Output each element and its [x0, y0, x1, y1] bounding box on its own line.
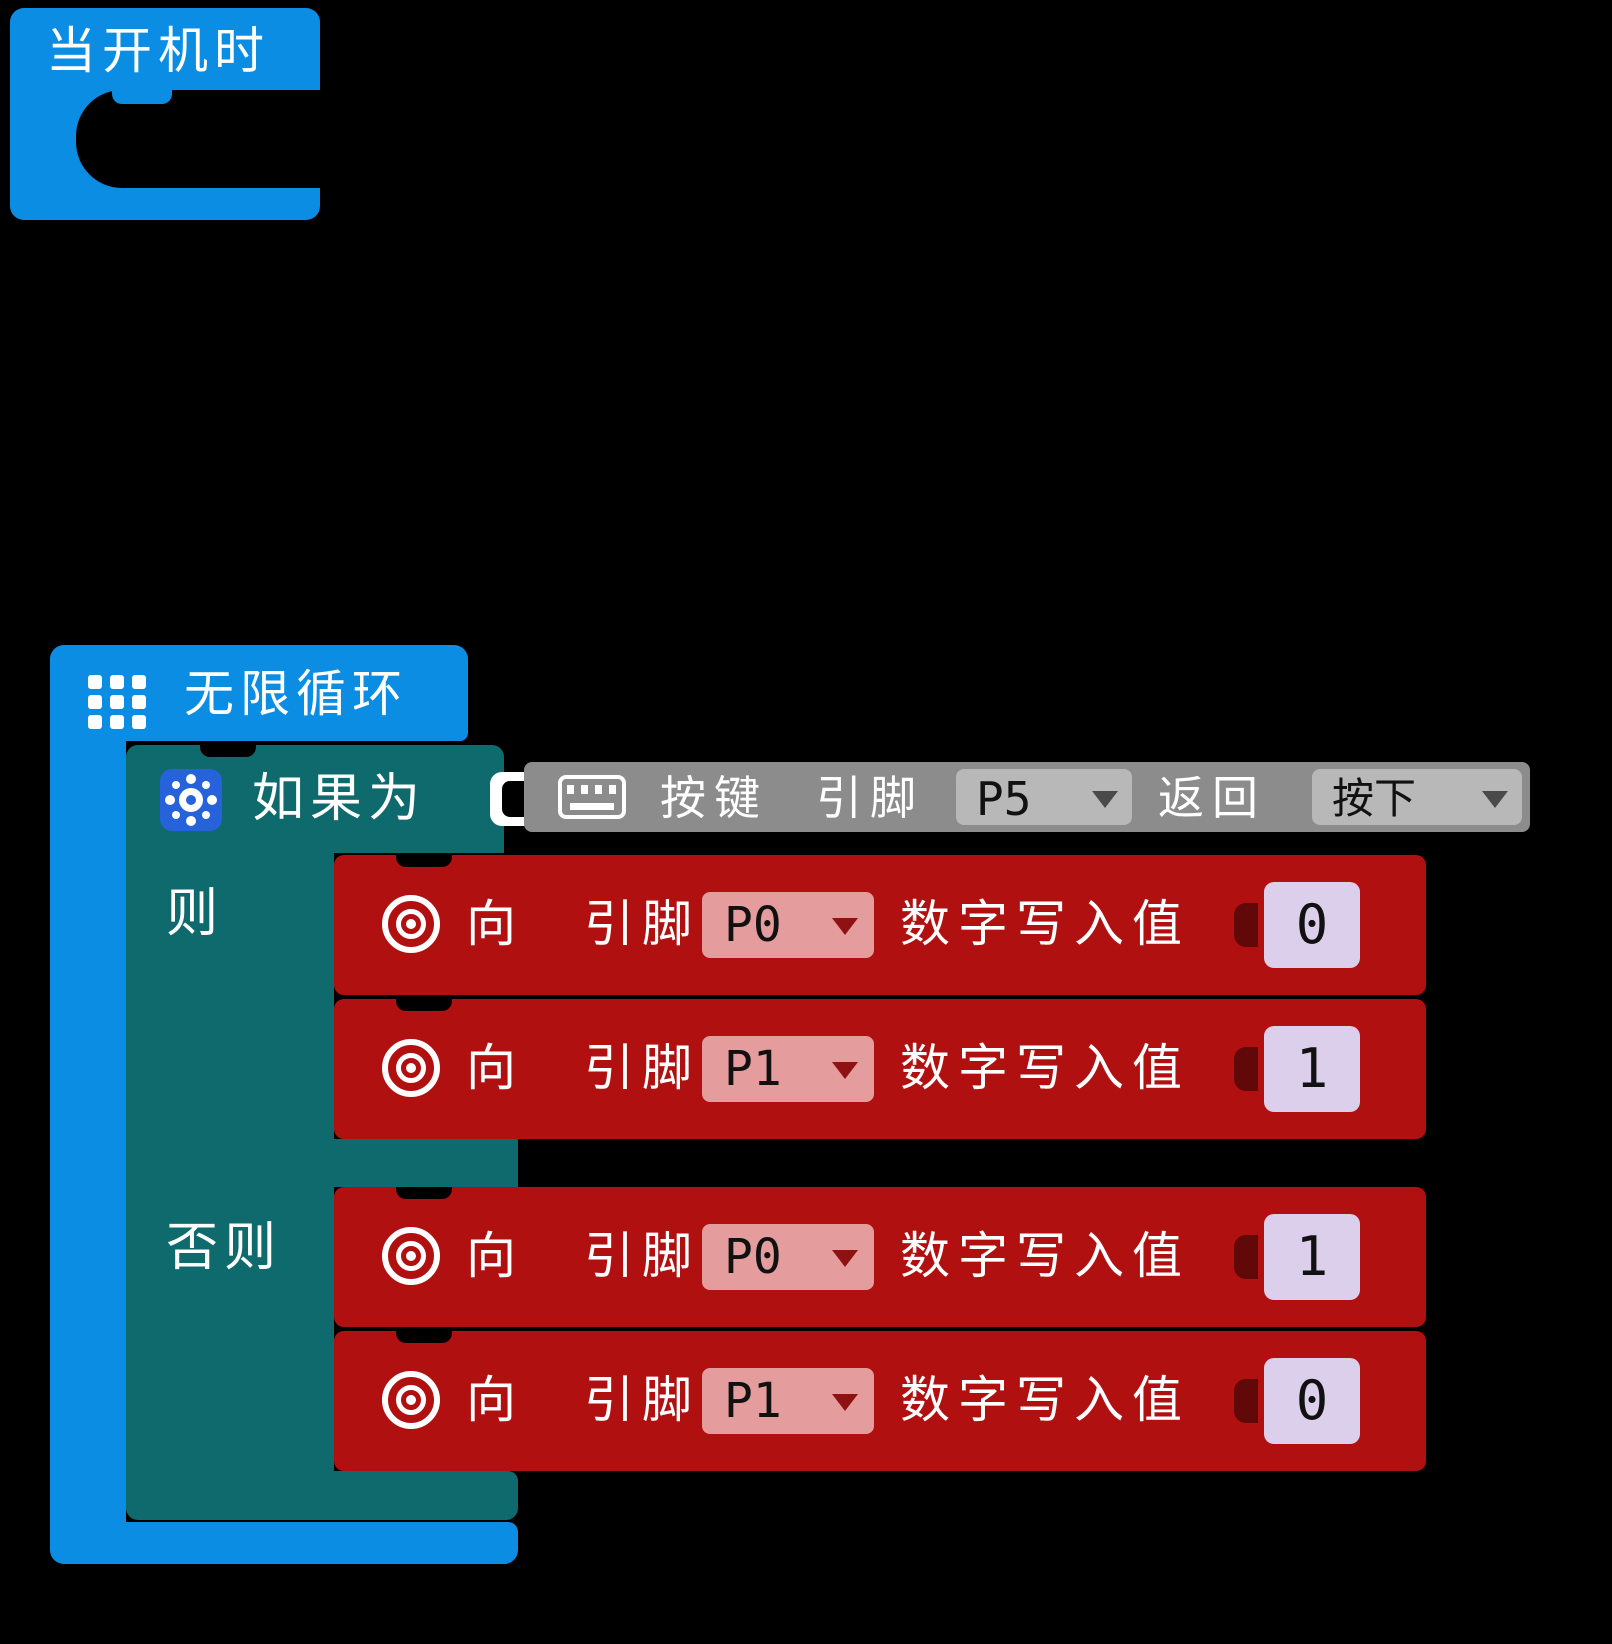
- write-label: 数字写入值: [900, 896, 1190, 952]
- target-icon-dot: [406, 1395, 416, 1405]
- on-start-block[interactable]: 当开机时: [10, 8, 320, 220]
- notch: [1234, 903, 1258, 947]
- dropdown-caret-icon: [832, 1394, 858, 1411]
- notch: [200, 745, 256, 757]
- pin-dropdown[interactable]: P0: [702, 1224, 874, 1290]
- target-icon-ring: [396, 1241, 426, 1271]
- button-condition-block[interactable]: 按键 引脚 P5 返回 按下: [524, 762, 1530, 832]
- notch: [1234, 1235, 1258, 1279]
- notch: [396, 999, 452, 1011]
- forever-block[interactable]: 无限循环: [50, 645, 468, 741]
- pin-dropdown[interactable]: P1: [702, 1368, 874, 1434]
- target-icon-ring: [396, 1053, 426, 1083]
- forever-block-spine: [50, 741, 126, 1522]
- then-label: 则: [166, 885, 225, 943]
- button-label: 按键: [660, 772, 768, 824]
- pin-label: 引脚: [584, 1228, 700, 1284]
- value-input[interactable]: 0: [1264, 882, 1360, 968]
- forever-label: 无限循环: [184, 666, 408, 722]
- return-label: 返回: [1158, 772, 1266, 824]
- value-input[interactable]: 1: [1264, 1214, 1360, 1300]
- to-label: 向: [466, 1372, 524, 1428]
- digital-write-block[interactable]: 向 引脚 P0 数字写入值 1: [334, 1187, 1426, 1327]
- if-label: 如果为: [252, 770, 427, 828]
- dropdown-caret-icon: [832, 918, 858, 935]
- write-label: 数字写入值: [900, 1372, 1190, 1428]
- dropdown-caret-icon: [832, 1062, 858, 1079]
- notch: [396, 1331, 452, 1343]
- digital-write-block[interactable]: 向 引脚 P0 数字写入值 0: [334, 855, 1426, 995]
- dropdown-caret-icon: [1092, 791, 1118, 808]
- gear-icon[interactable]: [160, 769, 222, 831]
- condition-state-value: 按下: [1332, 775, 1417, 822]
- digital-write-block[interactable]: 向 引脚 P1 数字写入值 1: [334, 999, 1426, 1139]
- value-input[interactable]: 1: [1264, 1026, 1360, 1112]
- if-else-block-bottom: [126, 1471, 518, 1520]
- on-start-label: 当开机时: [46, 23, 270, 79]
- value-text: 1: [1295, 1225, 1329, 1288]
- value-text: 1: [1295, 1037, 1329, 1100]
- value-input[interactable]: 0: [1264, 1358, 1360, 1444]
- to-label: 向: [466, 1040, 524, 1096]
- target-icon: [382, 895, 440, 953]
- target-icon: [382, 1227, 440, 1285]
- grid-icon: [88, 675, 102, 689]
- digital-write-block[interactable]: 向 引脚 P1 数字写入值 0: [334, 1331, 1426, 1471]
- pin-label: 引脚: [816, 772, 924, 824]
- pin-label: 引脚: [584, 1040, 700, 1096]
- on-start-mouth: [76, 90, 320, 188]
- pin-value: P0: [724, 1229, 782, 1285]
- else-label: 否则: [166, 1219, 283, 1277]
- notch: [396, 855, 452, 867]
- pin-dropdown[interactable]: P1: [702, 1036, 874, 1102]
- notch: [112, 90, 172, 104]
- value-text: 0: [1295, 1369, 1329, 1432]
- if-else-block-separator: [126, 1139, 518, 1187]
- pin-value: P0: [724, 897, 782, 953]
- target-icon-dot: [406, 919, 416, 929]
- target-icon-ring: [396, 909, 426, 939]
- target-icon-ring: [396, 1385, 426, 1415]
- write-label: 数字写入值: [900, 1228, 1190, 1284]
- value-text: 0: [1295, 893, 1329, 956]
- target-icon: [382, 1039, 440, 1097]
- gear-icon-core: [179, 788, 203, 812]
- target-icon-dot: [406, 1063, 416, 1073]
- pin-dropdown[interactable]: P0: [702, 892, 874, 958]
- notch: [1234, 1379, 1258, 1423]
- pin-value: P1: [724, 1041, 782, 1097]
- condition-pin-value: P5: [976, 772, 1032, 826]
- condition-state-dropdown[interactable]: 按下: [1312, 769, 1522, 825]
- keyboard-icon: [558, 775, 626, 819]
- target-icon-dot: [406, 1251, 416, 1261]
- notch: [396, 1187, 452, 1199]
- dropdown-caret-icon: [1482, 791, 1508, 808]
- if-else-block[interactable]: 如果为: [126, 745, 504, 853]
- dropdown-caret-icon: [832, 1250, 858, 1267]
- pin-label: 引脚: [584, 1372, 700, 1428]
- condition-pin-dropdown[interactable]: P5: [956, 769, 1132, 825]
- write-label: 数字写入值: [900, 1040, 1190, 1096]
- keyboard-icon-keys: [567, 785, 617, 794]
- target-icon: [382, 1371, 440, 1429]
- pin-value: P1: [724, 1373, 782, 1429]
- to-label: 向: [466, 1228, 524, 1284]
- to-label: 向: [466, 896, 524, 952]
- forever-block-bottom: [50, 1522, 518, 1564]
- pin-label: 引脚: [584, 896, 700, 952]
- notch: [1234, 1047, 1258, 1091]
